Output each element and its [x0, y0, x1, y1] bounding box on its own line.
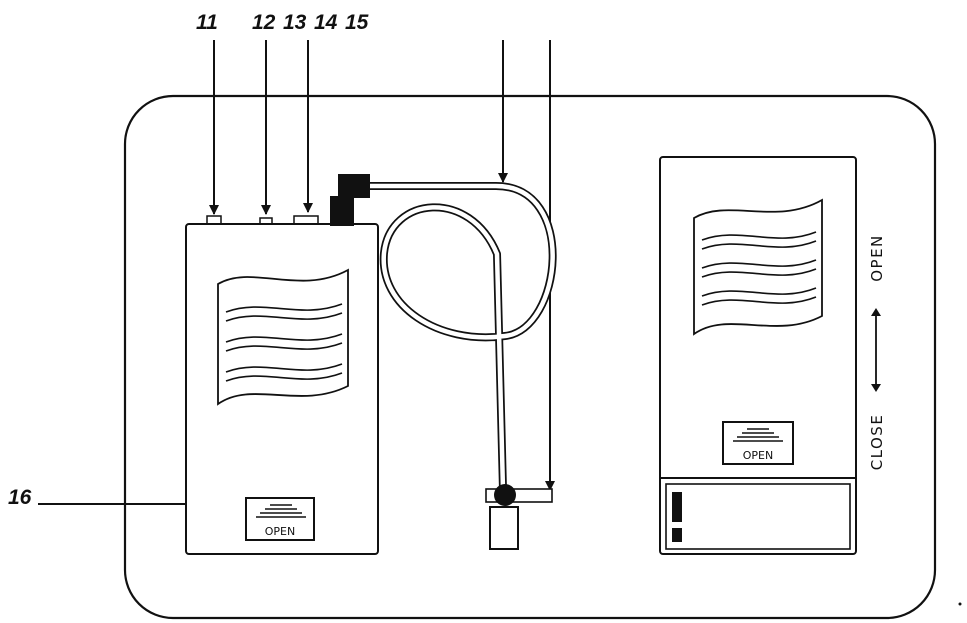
left-label-lines [225, 303, 343, 382]
right-label-sheet [693, 198, 823, 336]
left-open-button[interactable]: OPEN [245, 497, 315, 541]
callout-15: 15 [345, 11, 369, 34]
cable-assembly [330, 174, 557, 550]
callout-14: 14 [314, 11, 338, 34]
stray-dot [958, 602, 962, 606]
callout-13: 13 [283, 11, 307, 34]
cable-outer [370, 182, 557, 491]
left-unit: OPEN [185, 215, 379, 555]
plug-head [338, 174, 370, 198]
battery-compartment [665, 483, 851, 550]
slide-close-label: CLOSE [868, 414, 886, 471]
right-open-button[interactable]: OPEN [722, 421, 794, 465]
battery-contact-bottom [672, 528, 682, 542]
connector-11 [206, 215, 222, 225]
plug-body [330, 196, 354, 226]
callout-12: 12 [252, 11, 276, 34]
mic-capsule [489, 506, 519, 550]
cable-inner [370, 183, 555, 491]
left-label-sheet [217, 268, 349, 406]
outer-frame [123, 94, 937, 620]
right-unit: OPEN OPEN CLOSE [659, 156, 886, 555]
battery-contact-top [672, 492, 682, 522]
callout-16: 16 [8, 486, 32, 509]
left-open-button-label: OPEN [265, 525, 295, 538]
callout-11: 11 [196, 11, 218, 34]
right-open-button-label: OPEN [743, 449, 773, 462]
right-label-lines [701, 231, 817, 306]
mic-head [494, 484, 516, 506]
slide-open-label: OPEN [868, 234, 886, 282]
connector-13 [293, 215, 319, 225]
